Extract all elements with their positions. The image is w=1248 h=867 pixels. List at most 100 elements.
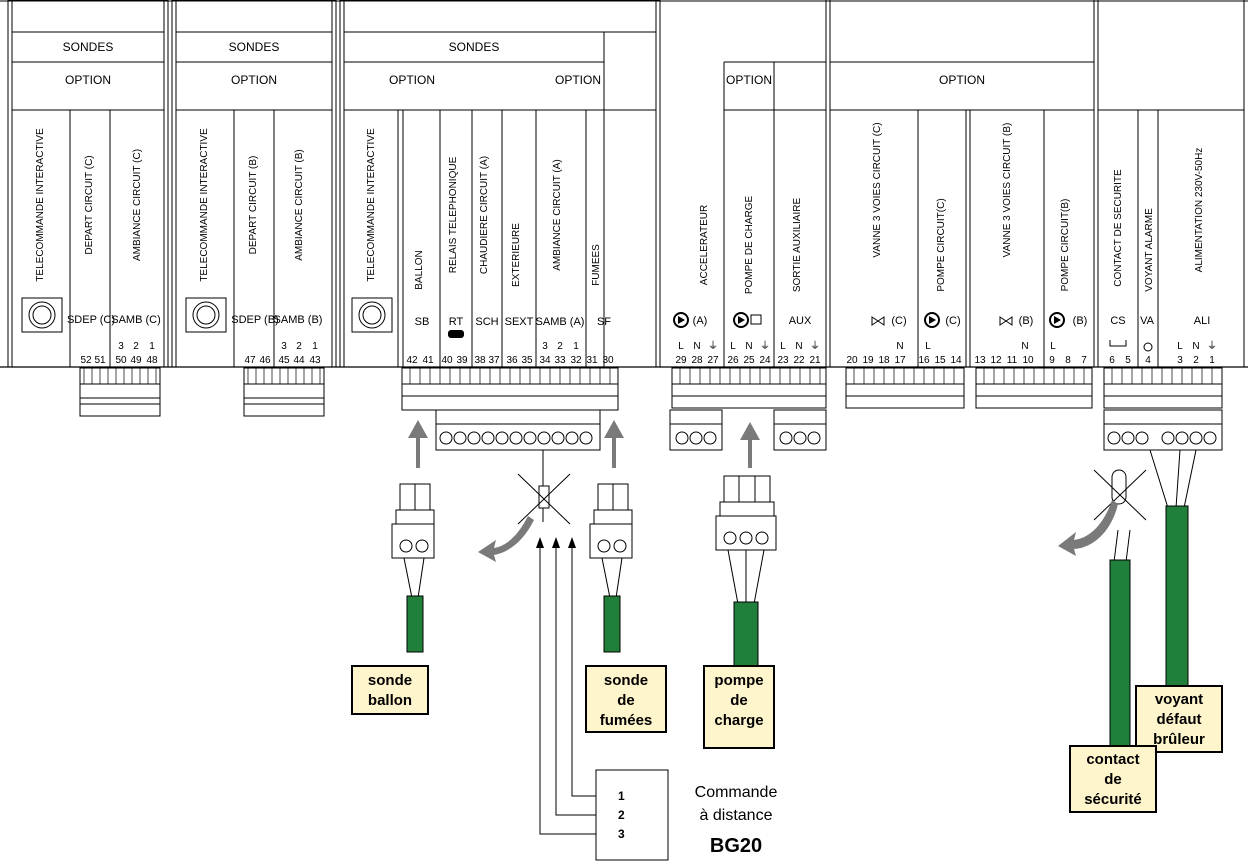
panel-pumps: OPTION ACCELERATEUR POMPE DE CHARGE SORT… <box>659 0 831 367</box>
code-rt: RT <box>449 316 464 328</box>
svg-text:14: 14 <box>950 355 962 366</box>
col-relais-telephonique: RELAIS TELEPHONIQUE <box>448 156 459 273</box>
col-fumees: FUMEES <box>591 244 602 286</box>
svg-text:3: 3 <box>542 341 548 352</box>
code-sf: SF <box>597 316 611 328</box>
col-telecommande-c: TELECOMMANDE INTERACTIVE <box>35 128 46 282</box>
svg-text:25: 25 <box>743 355 755 366</box>
col-telecommande-b: TELECOMMANDE INTERACTIVE <box>199 128 210 282</box>
label-contact-securite: contact de sécurité <box>1069 745 1157 813</box>
svg-text:N: N <box>1021 341 1028 352</box>
svg-text:16: 16 <box>918 355 930 366</box>
panel-2-sondes: SONDES <box>229 40 280 54</box>
cable-contact-securite <box>1109 559 1131 747</box>
voyant-cable <box>1149 449 1197 687</box>
svg-text:L: L <box>1050 341 1056 352</box>
remote-pin-1: 1 <box>618 789 625 803</box>
svg-text:50: 50 <box>115 355 127 366</box>
svg-text:L: L <box>925 341 931 352</box>
col-ballon: BALLON <box>414 250 425 289</box>
svg-text:19: 19 <box>862 355 874 366</box>
shunt-bridge <box>517 450 571 525</box>
svg-text:2: 2 <box>133 341 139 352</box>
svg-text:10: 10 <box>1022 355 1034 366</box>
svg-text:28: 28 <box>691 355 703 366</box>
col-exterieure: EXTERIEURE <box>511 223 522 287</box>
panel-power: CONTACT DE SECURITE VOYANT ALARME ALIMEN… <box>1098 0 1245 367</box>
svg-text:ballon: ballon <box>368 692 412 709</box>
svg-text:26: 26 <box>727 355 739 366</box>
svg-text:charge: charge <box>714 712 763 729</box>
code-accelerateur: (A) <box>693 315 708 327</box>
plug-power <box>1103 409 1223 451</box>
plug-accelerateur <box>669 409 723 451</box>
svg-text:39: 39 <box>456 355 468 366</box>
svg-text:N: N <box>795 341 802 352</box>
cable-sonde-ballon <box>406 595 424 653</box>
svg-text:45: 45 <box>278 355 290 366</box>
svg-text:sécurité: sécurité <box>1084 791 1142 808</box>
svg-text:pompe: pompe <box>714 672 763 689</box>
svg-text:48: 48 <box>146 355 158 366</box>
svg-text:2: 2 <box>1193 355 1199 366</box>
svg-text:32: 32 <box>570 355 582 366</box>
lamp-icon <box>1143 342 1153 352</box>
svg-text:37: 37 <box>488 355 500 366</box>
col-vanne-c: VANNE 3 VOIES CIRCUIT (C) <box>872 122 883 257</box>
svg-text:15: 15 <box>934 355 946 366</box>
code-sext: SEXT <box>505 316 534 328</box>
label-voyant-defaut-bruleur: voyant défaut brûleur <box>1135 685 1223 753</box>
svg-text:27: 27 <box>707 355 719 366</box>
code-vanne-b: (B) <box>1019 315 1034 327</box>
terminal-strip-1 <box>79 367 161 417</box>
svg-text:1: 1 <box>149 341 155 352</box>
svg-text:N: N <box>745 341 752 352</box>
insert-arrow-icons <box>408 420 760 468</box>
col-chaudiere: CHAUDIERE CIRCUIT (A) <box>479 156 490 274</box>
svg-text:3: 3 <box>118 341 124 352</box>
label-sonde-fumees: sonde de fumées <box>585 665 667 733</box>
svg-text:23: 23 <box>777 355 789 366</box>
code-aux: AUX <box>789 315 812 327</box>
svg-text:3: 3 <box>281 341 287 352</box>
terminal-strip-4 <box>671 367 827 409</box>
svg-text:40: 40 <box>441 355 453 366</box>
svg-text:1: 1 <box>312 341 318 352</box>
svg-text:22: 22 <box>793 355 805 366</box>
svg-text:51: 51 <box>94 355 106 366</box>
svg-text:brûleur: brûleur <box>1153 731 1205 748</box>
svg-text:⏚: ⏚ <box>810 340 820 352</box>
svg-text:13: 13 <box>974 355 986 366</box>
plug-aux <box>773 409 827 451</box>
svg-text:de: de <box>730 692 748 709</box>
cable-voyant-bruleur <box>1165 505 1189 687</box>
col-sortie-auxiliaire: SORTIE AUXILIAIRE <box>792 198 803 293</box>
code-pompe-b: (B) <box>1073 315 1088 327</box>
svg-text:29: 29 <box>675 355 687 366</box>
svg-text:49: 49 <box>130 355 142 366</box>
panel-3-option-left: OPTION <box>389 73 435 87</box>
svg-text:46: 46 <box>259 355 271 366</box>
code-vanne-c: (C) <box>891 315 906 327</box>
remote-wires <box>539 545 596 835</box>
cable-pompe-charge <box>733 601 759 667</box>
svg-text:sonde: sonde <box>368 672 412 689</box>
code-sdep-b: SDEP (B) <box>231 314 278 326</box>
svg-text:voyant: voyant <box>1155 691 1203 708</box>
svg-text:⏚: ⏚ <box>760 340 770 352</box>
svg-text:20: 20 <box>846 355 858 366</box>
svg-text:⏚: ⏚ <box>1207 340 1217 352</box>
col-voyant-alarme: VOYANT ALARME <box>1144 208 1155 292</box>
code-samb-a: SAMB (A) <box>536 316 585 328</box>
cable-sonde-fumees <box>603 595 621 653</box>
col-depart-b: DEPART CIRCUIT (B) <box>248 156 259 255</box>
svg-text:42: 42 <box>406 355 418 366</box>
remote-subtitle: à distance <box>700 807 773 824</box>
plug-pompe-charge <box>715 475 777 667</box>
svg-text:L: L <box>678 341 684 352</box>
svg-text:34: 34 <box>539 355 551 366</box>
plug-sonde-fumees <box>589 483 633 653</box>
code-samb-b: SAMB (B) <box>274 314 323 326</box>
panel-circuit-a-sensors: SONDES OPTION OPTION TELECOMMANDE INTERA… <box>339 0 661 368</box>
